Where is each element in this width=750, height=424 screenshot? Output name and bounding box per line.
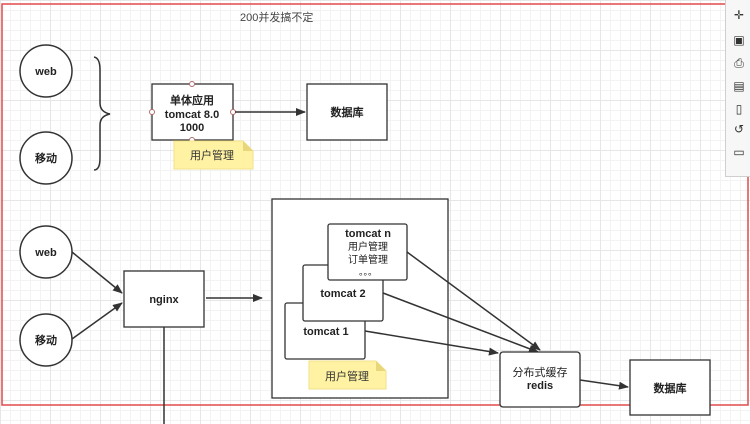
arrow-tomcat-1-to-redis (364, 330, 499, 356)
image-icon[interactable]: ▣ (733, 33, 745, 47)
tomcat-n-box[interactable]: tomcat n 用户管理 订单管理 。。。 (327, 223, 408, 281)
history-icon[interactable]: ↺ (733, 122, 745, 136)
top-database-label: 数据库 (331, 105, 364, 119)
top-client-web-label: web (34, 66, 57, 78)
tomcat-n-line3: 订单管理 (348, 253, 388, 266)
bottom-client-mobile[interactable]: 移动 (19, 313, 73, 367)
tomcat-n-line1: tomcat n (345, 228, 391, 240)
tomcat-n-line4: 。。。 (359, 267, 377, 277)
tomcat-2-label: tomcat 2 (320, 288, 365, 300)
monolith-line2: tomcat 8.0 (165, 109, 219, 121)
arrow-tomcat-n-to-redis (406, 251, 541, 351)
tomcat-n-line2: 用户管理 (348, 240, 388, 253)
nginx-label: nginx (149, 294, 179, 306)
bottom-database-label: 数据库 (654, 381, 687, 395)
top-note-user-management[interactable]: 用户管理 (173, 140, 254, 170)
bottom-note-label: 用户管理 (325, 369, 369, 383)
crosshair-icon[interactable]: ✛ (733, 8, 745, 22)
top-note-label: 用户管理 (190, 148, 234, 162)
arrow-redis-to-db (579, 379, 629, 390)
arrow-mobile-to-nginx (71, 302, 123, 340)
print-icon[interactable]: ⎙ (734, 56, 744, 70)
redis-cache-box[interactable]: 分布式缓存 redis (499, 351, 581, 408)
red-frame (1, 3, 749, 406)
bottom-client-mobile-label: 移动 (35, 333, 57, 347)
bottom-client-web-label: web (34, 247, 57, 259)
redis-line1: 分布式缓存 (513, 365, 568, 379)
bottom-note-user-management[interactable]: 用户管理 (308, 360, 387, 390)
arrow-tomcat-2-to-redis (382, 292, 539, 353)
document-icon[interactable]: ▤ (733, 79, 745, 93)
top-client-web[interactable]: web (19, 44, 73, 98)
page-icon[interactable]: ▯ (735, 102, 743, 116)
brace (93, 56, 111, 171)
bottom-database-box[interactable]: 数据库 (629, 359, 711, 416)
top-client-mobile[interactable]: 移动 (19, 131, 73, 185)
arrow-web-to-nginx (71, 251, 123, 294)
top-client-mobile-label: 移动 (35, 151, 57, 165)
bottom-client-web[interactable]: web (19, 225, 73, 279)
monolith-line1: 单体应用 (170, 93, 214, 107)
top-database-box[interactable]: 数据库 (306, 83, 388, 141)
right-toolbar: ✛ ▣ ⎙ ▤ ▯ ↺ ▭ (725, 0, 750, 177)
tomcat-1-label: tomcat 1 (303, 326, 348, 338)
nginx-box[interactable]: nginx (123, 270, 205, 328)
page-title: 200并发搞不定 (240, 10, 313, 24)
redis-line2: redis (527, 380, 553, 392)
comment-icon[interactable]: ▭ (733, 145, 745, 159)
monolith-line3: 1000 (180, 122, 204, 134)
monolith-app-box[interactable]: 单体应用 tomcat 8.0 1000 (151, 83, 234, 141)
